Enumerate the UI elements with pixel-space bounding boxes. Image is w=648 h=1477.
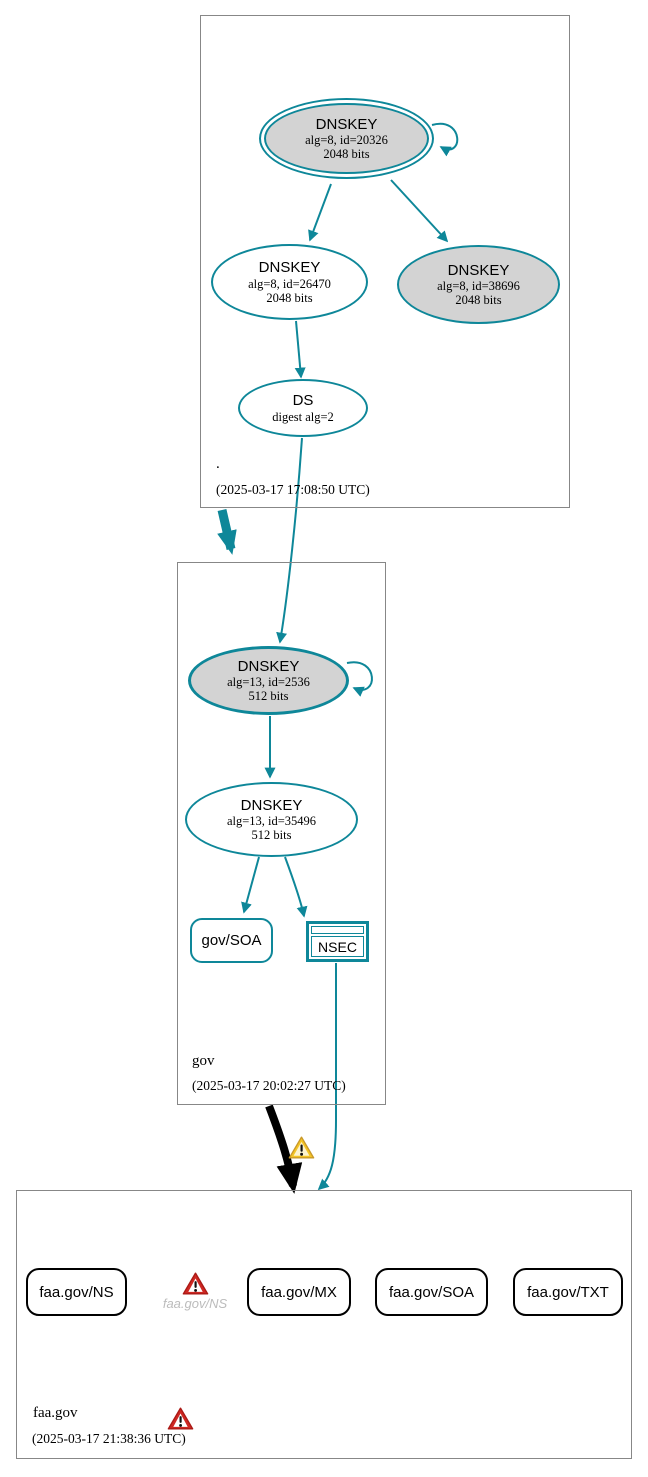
dnskey-node-root-ksk[interactable]: DNSKEY alg=8, id=20326 2048 bits xyxy=(259,98,434,179)
node-title: DNSKEY xyxy=(237,657,300,675)
edge-delegation-root-to-gov xyxy=(217,508,237,555)
node-detail: alg=13, id=2536 xyxy=(227,675,310,690)
error-icon[interactable] xyxy=(167,1406,194,1431)
ds-node-gov[interactable]: DS digest alg=2 xyxy=(238,379,368,437)
warning-icon[interactable] xyxy=(288,1135,315,1160)
nsec-empty-cell xyxy=(311,926,364,934)
dnskey-node-gov-zsk[interactable]: DNSKEY alg=13, id=35496 512 bits xyxy=(185,782,358,857)
node-bits: 2048 bits xyxy=(455,293,502,308)
rrset-label: gov/SOA xyxy=(201,932,262,949)
error-icon[interactable] xyxy=(182,1271,209,1296)
node-bits: 512 bits xyxy=(251,828,292,843)
rrset-node-faa-gov-mx[interactable]: faa.gov/MX xyxy=(247,1268,351,1316)
zone-timestamp-faa-gov: (2025-03-17 21:38:36 UTC) xyxy=(32,1431,186,1446)
rrset-label: faa.gov/NS xyxy=(39,1283,114,1301)
dnskey-node-root-zsk[interactable]: DNSKEY alg=8, id=26470 2048 bits xyxy=(211,244,368,320)
zone-timestamp-gov: (2025-03-17 20:02:27 UTC) xyxy=(192,1078,346,1093)
node-bits: 2048 bits xyxy=(266,290,313,305)
node-title: DS xyxy=(292,392,314,410)
node-detail: alg=8, id=38696 xyxy=(437,279,520,294)
node-detail: alg=13, id=35496 xyxy=(226,814,317,829)
node-bits: 512 bits xyxy=(248,689,289,704)
rrset-label: faa.gov/SOA xyxy=(388,1283,475,1301)
zone-label-faa-gov: faa.gov xyxy=(33,1405,78,1421)
node-title: DNSKEY xyxy=(447,261,510,279)
dnskey-node-gov-ksk[interactable]: DNSKEY alg=13, id=2536 512 bits xyxy=(188,646,349,715)
node-detail: digest alg=2 xyxy=(272,409,334,424)
node-title: DNSKEY xyxy=(240,796,303,814)
rrset-node-faa-gov-ns[interactable]: faa.gov/NS xyxy=(26,1268,127,1316)
node-detail: alg=8, id=26470 xyxy=(248,276,331,291)
node-bits: 2048 bits xyxy=(323,147,370,162)
nsec-node-gov[interactable]: NSEC xyxy=(306,921,369,962)
rrset-node-faa-gov-txt[interactable]: faa.gov/TXT xyxy=(513,1268,623,1316)
rrset-node-gov-soa[interactable]: gov/SOA xyxy=(190,918,273,963)
zone-box-root xyxy=(200,15,570,508)
rrset-label: faa.gov/MX xyxy=(261,1283,337,1301)
dnskey-node-root-ksk2[interactable]: DNSKEY alg=8, id=38696 2048 bits xyxy=(397,245,560,324)
node-title: DNSKEY xyxy=(258,259,321,277)
rrset-node-faa-gov-soa[interactable]: faa.gov/SOA xyxy=(375,1268,488,1316)
zone-box-gov xyxy=(177,562,386,1105)
node-detail: alg=8, id=20326 xyxy=(305,133,388,148)
nsec-label-cell: NSEC xyxy=(311,936,364,957)
zone-timestamp-root: (2025-03-17 17:08:50 UTC) xyxy=(216,482,370,497)
errored-rrset-label-faa-gov-ns: faa.gov/NS xyxy=(162,1296,228,1311)
rrset-label: faa.gov/TXT xyxy=(527,1283,609,1301)
zone-box-faa-gov xyxy=(16,1190,632,1459)
node-title: DNSKEY xyxy=(315,115,378,133)
zone-label-gov: gov xyxy=(192,1053,215,1069)
zone-label-root: . xyxy=(216,456,220,472)
